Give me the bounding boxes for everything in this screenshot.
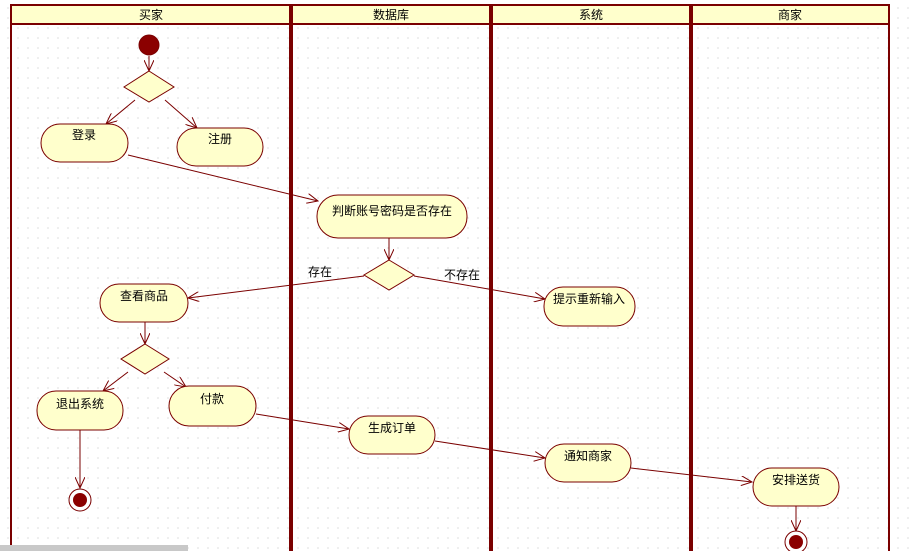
flow-order-to-notify [434,440,545,458]
flow-login-to-check-account [127,154,318,201]
activity-check-account-label: 判断账号密码是否存在 [332,203,452,218]
activity-notify-merchant-label: 通知商家 [564,448,612,463]
activity-exit-system [36,390,124,431]
activity-register [176,127,264,167]
activity-view-products [99,283,189,323]
activity-arrange-delivery [752,467,840,507]
lane-title-system: 系统 [579,8,603,22]
lane-title-merchant: 商家 [778,7,802,22]
activity-view-products-label: 查看商品 [120,288,168,303]
start-node [138,34,160,56]
end-node-merchant-core [789,535,803,549]
flow-decision-to-login [106,99,136,124]
activity-register-label: 注册 [208,131,232,146]
activity-check-account [316,194,468,239]
flow-exists-to-view-products [188,275,365,298]
flow-decision-to-register [164,99,197,128]
guard-label-exists: 存在 [308,265,332,279]
lane-title-buyer: 买家 [139,7,163,22]
decision-account-exists [363,259,415,291]
activity-generate-order [348,415,436,455]
decision-login-register [123,70,175,103]
decision-after-view [120,343,170,375]
activity-prompt-reenter [543,286,636,327]
flow-notify-to-delivery [630,467,752,482]
horizontal-scrollbar[interactable] [0,545,188,551]
guard-label-not-exists: 不存在 [444,268,480,282]
activity-pay [168,385,257,427]
end-node-buyer-core [73,493,87,507]
activity-login [40,123,129,163]
activity-exit-system-label: 退出系统 [56,397,104,411]
activity-prompt-reenter-label: 提示重新输入 [553,291,625,306]
flow-decision-to-exit [103,371,129,391]
activity-login-label: 登录 [72,127,96,142]
lane-header-band [10,5,889,24]
activity-pay-label: 付款 [200,392,224,406]
activity-arrange-delivery-label: 安排送货 [772,472,820,487]
flow-decision-to-pay [163,371,186,387]
activity-generate-order-label: 生成订单 [368,421,416,435]
flow-not-exists-to-prompt [413,275,545,299]
lane-title-database: 数据库 [373,7,409,22]
flow-pay-to-generate-order [255,413,349,429]
activity-notify-merchant [544,443,632,483]
